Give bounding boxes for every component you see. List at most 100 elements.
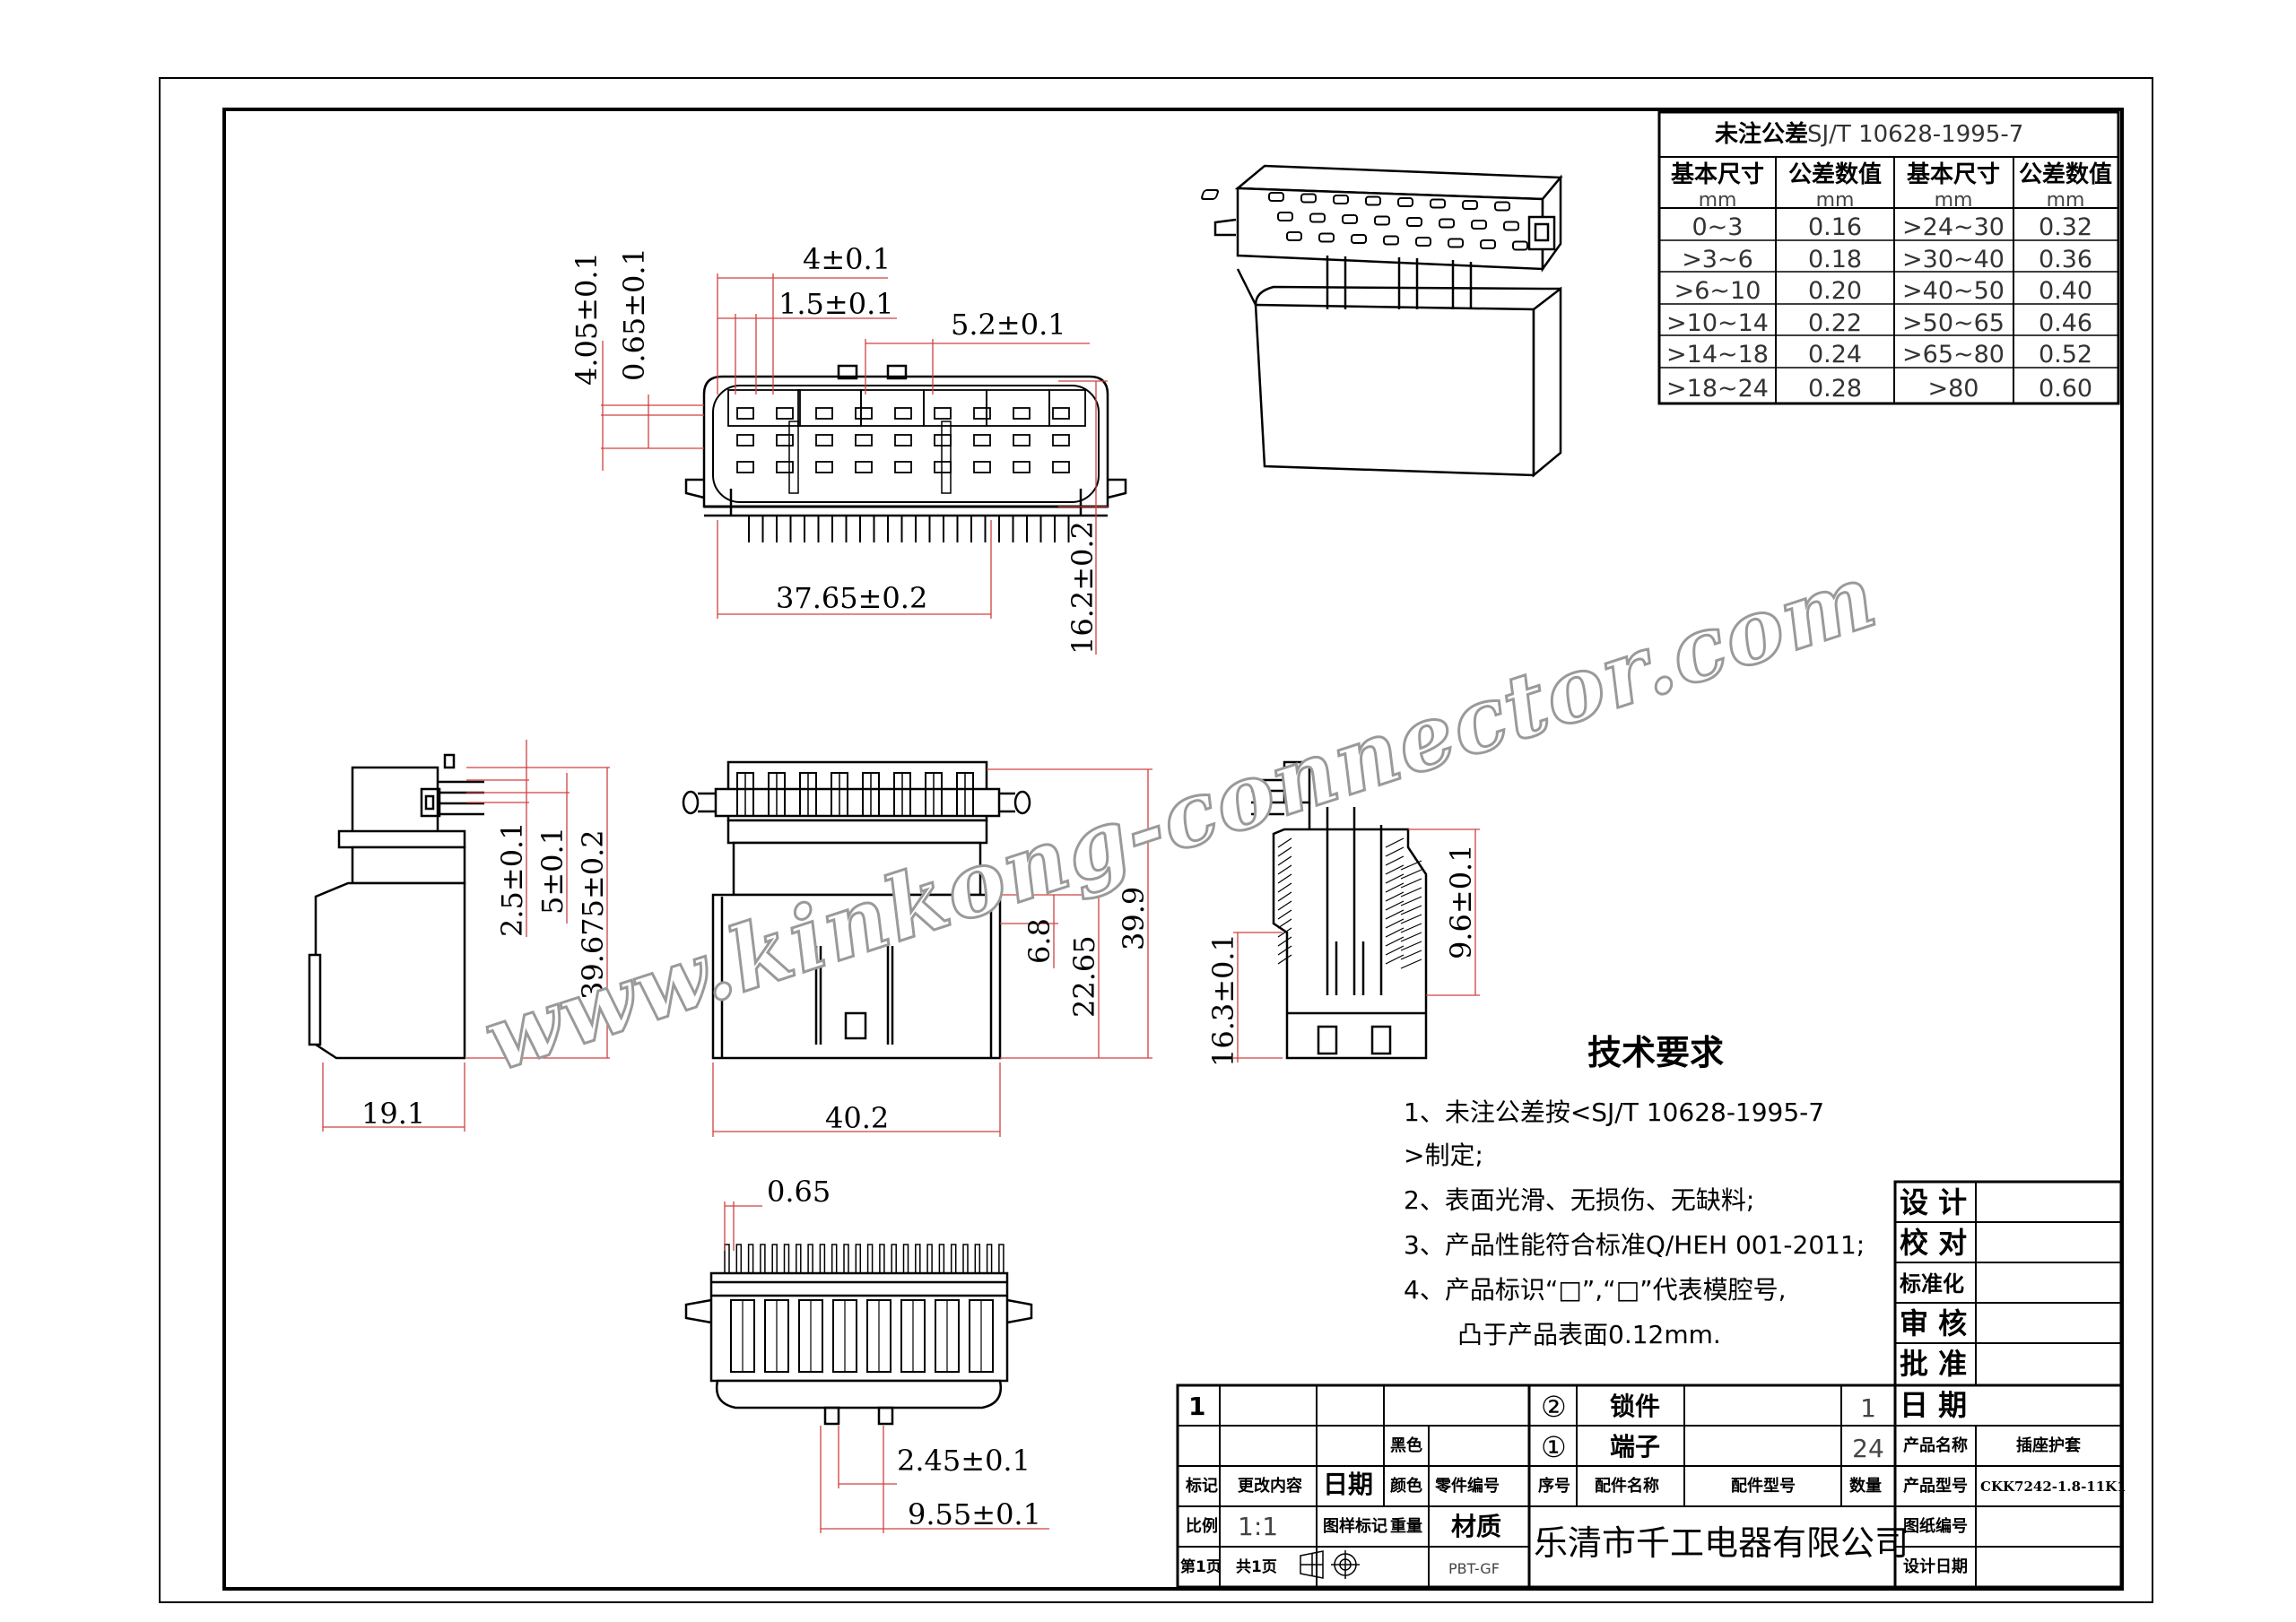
top-view-cell xyxy=(736,407,754,420)
hatch-line xyxy=(1277,864,1292,875)
tolerance-cell: 0.32 xyxy=(2039,213,2092,241)
iso-pin-hole xyxy=(1430,198,1446,209)
tolerance-cell: 0.40 xyxy=(2039,277,2092,305)
watermark: www.kinkong-connector.com xyxy=(473,544,1889,1092)
bottom-view-pin xyxy=(915,1244,921,1274)
hatch-line xyxy=(1277,909,1292,920)
iso-pin-hole xyxy=(1471,220,1487,230)
top-view-cells xyxy=(736,407,1070,494)
iso-pin-hole xyxy=(1397,197,1413,207)
top-view-cell xyxy=(815,434,833,447)
hatch-line xyxy=(1277,900,1292,911)
bottom-view-pin xyxy=(974,1244,981,1274)
tolerance-unit-4: mm xyxy=(2047,189,2085,212)
top-view-cell xyxy=(776,407,794,420)
total-pages-label: 共1页 xyxy=(1236,1558,1277,1576)
material-label: 材质 xyxy=(1451,1512,1501,1541)
product-model-label: 产品型号 xyxy=(1903,1476,1968,1496)
bottom-view-pin xyxy=(855,1244,862,1274)
tolerance-cell: 0.20 xyxy=(1808,277,1862,305)
hatch-line xyxy=(1277,846,1292,857)
approval-standard: 标准化 xyxy=(1900,1271,1964,1297)
bottom-view-pin xyxy=(747,1244,754,1274)
approval-approve: 批 准 xyxy=(1900,1347,1967,1381)
top-view-cell xyxy=(736,461,754,473)
design-date-label: 设计日期 xyxy=(1903,1557,1968,1576)
bottom-view xyxy=(684,1271,1033,1426)
tolerance-cell: 0.28 xyxy=(1808,375,1862,403)
dim-5-2: 5.2±0.1 xyxy=(951,308,1066,342)
top-view-cell xyxy=(1013,434,1031,447)
hatch-line xyxy=(1385,891,1405,902)
top-view-cell xyxy=(855,407,873,420)
top-view-divider xyxy=(941,421,952,494)
tolerance-cell: >18~24 xyxy=(1666,375,1769,403)
bottom-view-pin xyxy=(807,1244,813,1274)
tolerance-table xyxy=(1657,110,2120,405)
hatch-line xyxy=(1277,837,1292,848)
bottom-view-pin xyxy=(962,1244,969,1274)
top-view-cell xyxy=(973,461,991,473)
hatch-line xyxy=(1400,932,1422,942)
tolerance-cell: 0.22 xyxy=(1808,309,1862,337)
drawing-mark-label: 图样标记 xyxy=(1323,1516,1387,1536)
dim-9-6: 9.6±0.1 xyxy=(1444,844,1478,959)
iso-pin-hole xyxy=(1512,240,1528,251)
front-view-dimensions: 6.8 22.65 39.9 40.2 xyxy=(825,887,1151,1135)
hatch-line xyxy=(1385,900,1405,911)
title-block xyxy=(1176,1383,2123,1589)
top-view-cell xyxy=(973,407,991,420)
hatch-line xyxy=(1385,846,1405,857)
color-value: 黑色 xyxy=(1390,1436,1422,1455)
product-name-label: 产品名称 xyxy=(1903,1436,1968,1455)
hatch-line xyxy=(1385,882,1405,893)
top-view-dimensions: 4±0.1 1.5±0.1 5.2±0.1 4.05±0.1 0.65±0.1 … xyxy=(570,242,1100,655)
tech-title: 技术要求 xyxy=(1587,1033,1724,1072)
tolerance-cell: >80 xyxy=(1928,375,1979,403)
hatch-line xyxy=(1400,860,1422,871)
tolerance-cell: >50~65 xyxy=(1902,309,2005,337)
tolerance-cell: 0.36 xyxy=(2039,246,2092,273)
dim-2-5: 2.5±0.1 xyxy=(495,821,529,937)
top-view-cell xyxy=(855,434,873,447)
top-view-cell xyxy=(736,434,754,447)
page-label: 第1页 xyxy=(1180,1557,1222,1576)
dim-16-2: 16.2±0.2 xyxy=(1065,521,1100,655)
tech-line-2: >制定; xyxy=(1404,1141,1483,1170)
bottom-view-pin xyxy=(796,1244,802,1274)
tech-line-3: 2、表面光滑、无损伤、无缺料; xyxy=(1404,1185,1754,1215)
section-hatching xyxy=(1277,837,1422,969)
scale-label: 比例 xyxy=(1186,1516,1218,1536)
tolerance-cell: >14~18 xyxy=(1666,341,1769,369)
tolerance-unit-3: mm xyxy=(1935,189,1973,212)
hatch-line xyxy=(1400,941,1422,951)
dim-9-55: 9.55±0.1 xyxy=(908,1497,1041,1531)
tolerance-header-4: 公差数值 xyxy=(2019,160,2112,188)
bottom-view-pin xyxy=(950,1244,957,1274)
top-view-cell xyxy=(894,407,912,420)
dim-2-45: 2.45±0.1 xyxy=(897,1444,1031,1478)
tech-line-1: 1、未注公差按<SJ/T 10628-1995-7 xyxy=(1404,1097,1824,1127)
isometric-view xyxy=(1201,164,1563,478)
tolerance-cell: 0~3 xyxy=(1692,213,1744,241)
iso-pin-hole xyxy=(1462,200,1478,210)
item-2-no: ② xyxy=(1541,1390,1567,1424)
tolerance-cell: >6~10 xyxy=(1674,277,1761,305)
item-1-no: ① xyxy=(1541,1430,1567,1464)
hatch-line xyxy=(1277,936,1292,947)
dim-6-8: 6.8 xyxy=(1022,918,1057,964)
hatch-line xyxy=(1385,954,1405,965)
front-view xyxy=(682,760,1031,1060)
iso-pin-hole xyxy=(1333,195,1349,204)
hatch-line xyxy=(1385,945,1405,956)
top-view-cell xyxy=(776,434,794,447)
hatch-line xyxy=(1385,909,1405,920)
bottom-view-pin xyxy=(891,1244,897,1274)
tolerance-title: 未注公差 xyxy=(1715,120,1808,148)
dim-0-65: 0.65±0.1 xyxy=(617,247,651,381)
front-view-dimension-lines xyxy=(712,768,1152,1137)
qty-label: 数量 xyxy=(1849,1476,1882,1496)
tolerance-cell: 0.52 xyxy=(2039,341,2092,369)
